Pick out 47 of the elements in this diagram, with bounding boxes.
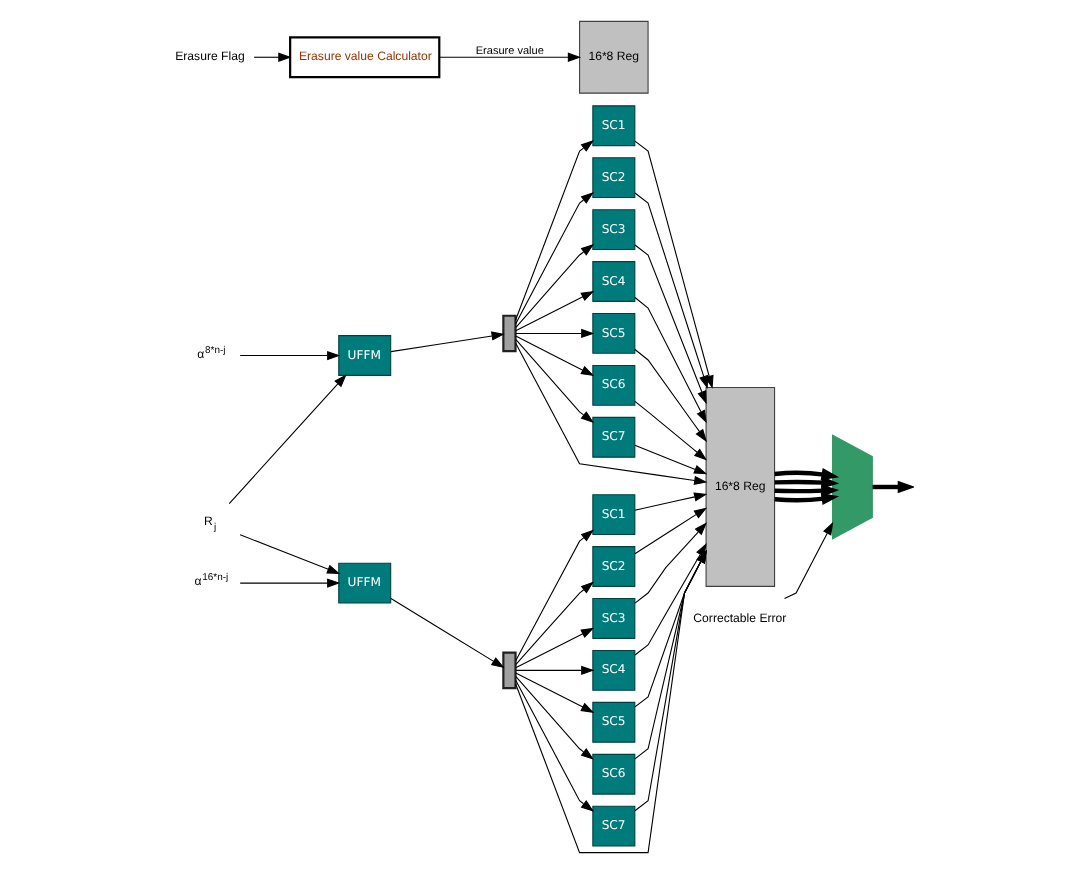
arrow (634, 492, 708, 511)
arrow (515, 192, 594, 325)
arrow (253, 52, 292, 62)
arrow (239, 578, 341, 588)
arrow (634, 444, 708, 475)
arrow (634, 244, 707, 405)
arrow (515, 675, 594, 760)
arrow (515, 581, 594, 665)
arrow (515, 335, 595, 376)
arrow (515, 290, 595, 332)
arrow (634, 549, 707, 708)
arrow (634, 522, 708, 604)
arrow (515, 243, 594, 328)
arrow (634, 543, 707, 656)
arrow (390, 597, 505, 669)
arrow (634, 549, 707, 812)
arrow (774, 492, 840, 506)
node-trapezoid (832, 434, 873, 540)
node-box (502, 314, 517, 353)
node-box (502, 651, 517, 690)
arrow (515, 549, 707, 854)
arrow (634, 192, 709, 389)
arrow (774, 484, 840, 497)
arrow (515, 665, 595, 675)
arrow (634, 400, 708, 461)
arrow (515, 342, 708, 486)
arrow (634, 348, 707, 443)
arrow (515, 339, 594, 423)
arrow (872, 480, 914, 494)
arrow (515, 679, 594, 812)
arrow (634, 507, 708, 555)
arrow (228, 374, 347, 505)
arrow (390, 331, 505, 353)
arrow (515, 140, 594, 321)
arrow (515, 328, 595, 339)
arrow (439, 52, 582, 62)
arrow (239, 534, 341, 574)
arrow (515, 627, 595, 669)
arrow (774, 476, 840, 489)
arrow (634, 297, 707, 424)
arrow (515, 529, 594, 662)
arrow (239, 350, 341, 361)
arrow (515, 672, 595, 713)
arrow (634, 549, 707, 760)
arrow (774, 468, 840, 481)
arrow (783, 521, 834, 599)
arrow (634, 140, 714, 389)
